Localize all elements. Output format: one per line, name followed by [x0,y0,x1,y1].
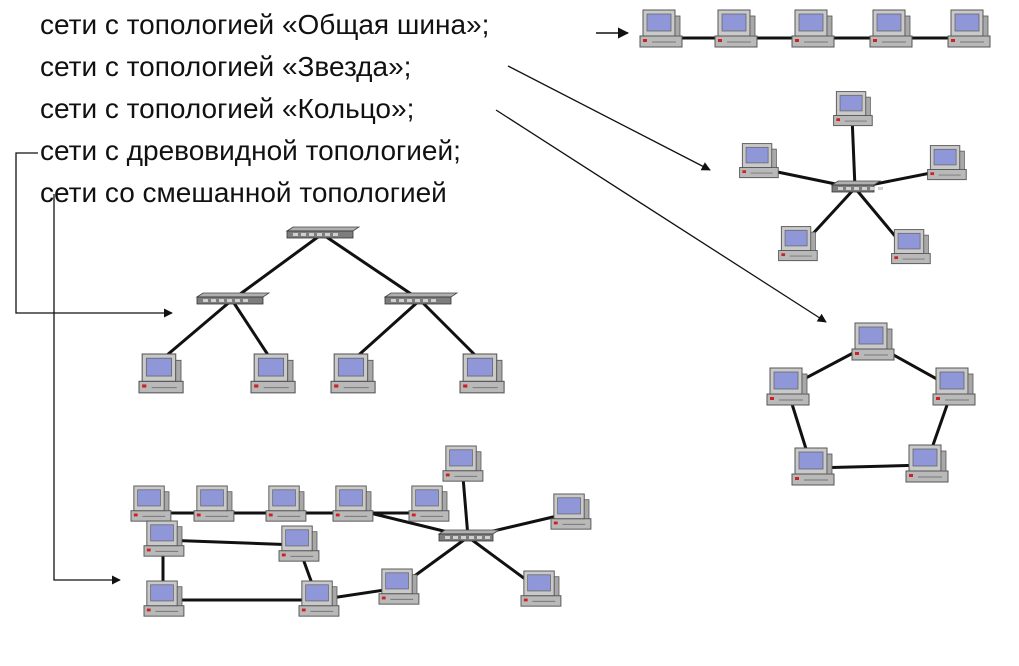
arrow-star [507,65,711,171]
computer-icon [193,485,235,522]
label-bus: сети с топологией «Общая шина»; [40,9,490,40]
switch-icon [437,529,501,542]
label-ring: сети с топологией «Кольцо»; [40,93,415,124]
computer-icon [851,322,895,361]
tree-link [321,232,421,302]
computer-icon [766,367,810,406]
label-mixed: сети со смешанной топологией [40,177,447,208]
switch-icon [830,180,883,193]
computer-icon [265,485,307,522]
computer-icon [714,9,758,48]
tree-link [350,298,422,363]
computer-icon [947,9,991,48]
computer-icon [138,353,184,394]
tree-link [231,232,323,302]
computer-icon [791,9,835,48]
tree-link [418,298,483,363]
computer-icon [520,570,562,607]
tree-link [159,298,233,363]
computer-icon [905,444,949,483]
computer-icon [791,447,835,486]
computer-icon [408,485,450,522]
computer-icon [550,493,592,530]
switch-icon [383,292,459,305]
computer-icon [778,226,818,262]
computer-icon [143,520,185,557]
switch-icon [285,226,361,239]
computer-icon [442,445,484,482]
computer-icon [891,229,931,265]
computer-icon [332,485,374,522]
computer-icon [739,143,779,179]
computer-icon [927,145,967,181]
tree-link [230,299,274,362]
computer-icon [459,353,505,394]
computer-icon [869,9,913,48]
mixed-ring-link [162,538,299,547]
computer-icon [130,485,172,522]
computer-icon [298,580,340,617]
switch-icon [195,292,271,305]
computer-icon [833,91,873,127]
computer-icon [639,9,683,48]
computer-icon [932,367,976,406]
computer-icon [250,353,296,394]
computer-icon [278,525,320,562]
computer-icon [330,353,376,394]
label-star: сети с топологией «Звезда»; [40,51,412,82]
label-tree: сети с древовидной топологией; [40,135,461,166]
arrow-tree [15,152,173,318]
computer-icon [143,580,185,617]
arrow-ring [495,109,827,323]
nodes-layer [130,9,991,617]
arrow-mixed [53,194,121,585]
star-link [850,115,857,189]
computer-icon [378,568,420,605]
